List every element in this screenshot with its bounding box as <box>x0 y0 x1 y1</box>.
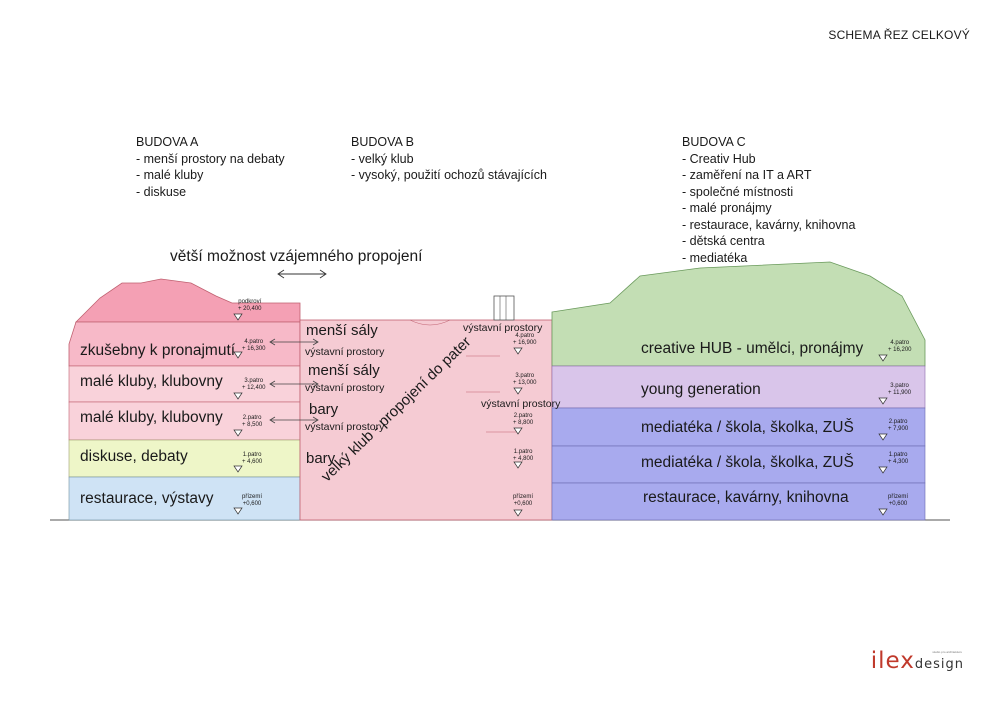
building-c-item: - malé pronájmy <box>682 201 772 215</box>
building-b-level-label: 1.patro+ 4,800 <box>513 449 534 462</box>
building-a-floor-1 <box>68 439 301 478</box>
building-a <box>68 278 301 521</box>
building-a-room-label: diskuse, debaty <box>80 448 188 465</box>
building-c-level-label: 2.patro+ 7,900 <box>888 419 909 432</box>
building-b-description: BUDOVA B - velký klub - vysoký, použití … <box>351 134 547 184</box>
building-b-label: výstavní prostory <box>305 382 385 394</box>
building-b-vault <box>409 319 451 326</box>
building-a-level-label: podkroví+ 20,400 <box>238 299 262 312</box>
building-c-item: - zaměření na IT a ART <box>682 168 812 182</box>
chimney <box>493 295 515 321</box>
logo-tagline: studio pro architekturu <box>932 650 962 654</box>
building-c-ground-floor <box>551 482 926 521</box>
page-title: SCHEMA ŘEZ CELKOVÝ <box>828 28 970 42</box>
connection-arrows <box>269 338 319 424</box>
building-b-level-label: přízemí+0,600 <box>513 494 534 507</box>
building-c-item: - mediatéka <box>682 250 748 265</box>
building-a-room-label: restaurace, výstavy <box>80 490 214 507</box>
building-c-room-label: creative HUB - umělci, pronájmy <box>641 340 864 357</box>
ilex-design-logo: ilexdesign studio pro architekturu <box>871 648 964 674</box>
building-a-level-label: přízemí+0,600 <box>242 494 263 507</box>
building-a-level-label: 1.patro+ 4,600 <box>242 452 263 465</box>
building-a-room-label: malé kluby, klubovny <box>80 373 223 390</box>
building-b-label: výstavní prostory <box>463 322 543 334</box>
level-markers <box>233 313 888 517</box>
building-a-description: BUDOVA A - menší prostory na debaty - ma… <box>136 134 285 200</box>
building-a-floor-3 <box>68 365 301 403</box>
building-c-level-label: 3.patro+ 11,900 <box>888 383 912 396</box>
building-c-heading: BUDOVA C <box>682 135 746 149</box>
building-a-roof <box>75 278 301 323</box>
building-b-heading: BUDOVA B <box>351 135 414 149</box>
building-c-floor-2 <box>551 407 926 447</box>
logo-word: design <box>914 657 964 672</box>
logo-brand: ilex <box>870 648 915 674</box>
building-c-level-label: přízemí+0,600 <box>888 494 909 507</box>
building-a-ground-floor <box>68 476 301 521</box>
building-b-body <box>299 319 553 521</box>
building-b-level-label: 4.patro+ 16,900 <box>513 333 537 346</box>
building-a-level-label: 3.patro+ 12,400 <box>242 378 266 391</box>
building-c-room-label: mediatéka / škola, školka, ZUŠ <box>641 419 854 436</box>
building-b-level-label: 2.patro+ 8,800 <box>513 413 534 426</box>
building-c-room-label: mediatéka / škola, školka, ZUŠ <box>641 454 854 471</box>
building-a-heading: BUDOVA A <box>136 135 199 149</box>
building-b <box>299 295 553 521</box>
building-c-item: - restaurace, kavárny, knihovna <box>682 217 856 232</box>
double-arrow-icon <box>277 269 327 279</box>
building-c-level-label: 1.patro+ 4,300 <box>888 452 909 465</box>
building-b-level-label: 3.patro+ 13,000 <box>513 373 537 386</box>
building-a-floor-2 <box>68 401 301 441</box>
building-b-label: výstavní prostory <box>305 421 385 433</box>
building-a-item: - malé kluby <box>136 168 204 182</box>
building-c-room-label: restaurace, kavárny, knihovna <box>643 489 849 506</box>
building-b-label: menší sály <box>306 322 378 339</box>
building-a-level-label: 2.patro+ 8,500 <box>242 415 263 428</box>
building-c-item: - Creativ Hub <box>682 151 756 166</box>
building-a-item: - diskuse <box>136 184 187 199</box>
building-a-level-label: 4.patro+ 16,300 <box>242 339 266 352</box>
building-c-floor-3 <box>551 365 926 409</box>
building-b-label: bary <box>306 450 336 467</box>
building-a-room-label: malé kluby, klubovny <box>80 409 223 426</box>
building-a-item: - menší prostory na debaty <box>136 151 285 166</box>
building-c-room-label: young generation <box>641 381 761 398</box>
building-b-item: - vysoký, použití ochozů stávajících <box>351 168 547 182</box>
building-b-label: výstavní prostory <box>481 398 561 410</box>
building-b-label: bary <box>309 401 339 418</box>
building-b-label: výstavní prostory <box>305 346 385 358</box>
building-c-description: BUDOVA C - Creativ Hub - zaměření na IT … <box>682 134 855 266</box>
building-a-room-label: zkušebny k pronajmutí <box>80 342 236 359</box>
building-b-label: menší sály <box>308 362 380 379</box>
building-c-item: - společné místnosti <box>682 184 794 199</box>
building-c-item: - dětská centra <box>682 234 765 248</box>
building-b-item: - velký klub <box>351 151 414 166</box>
building-c-level-label: 4.patro+ 16,200 <box>888 340 912 353</box>
connection-note: větší možnost vzájemného propojení <box>170 248 423 265</box>
building-c <box>551 261 926 521</box>
